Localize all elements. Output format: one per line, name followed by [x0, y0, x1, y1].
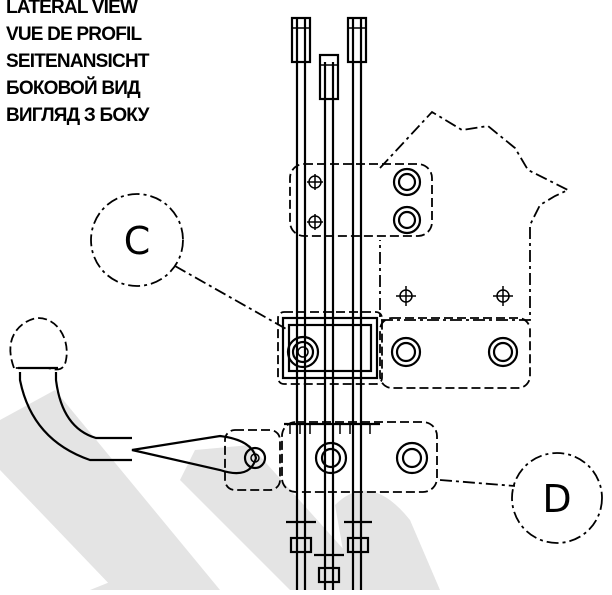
callout-c: C: [90, 193, 289, 331]
callout-d: D: [439, 452, 603, 544]
watermark: [0, 390, 440, 590]
middle-bracket: [277, 311, 531, 389]
view-title-list: LATERAL VIEW VUE DE PROFIL SEITENANSICHT…: [6, 0, 149, 129]
view-title-de: SEITENANSICHT: [6, 51, 149, 72]
lower-bracket: [131, 421, 438, 493]
threaded-rods: [286, 16, 372, 590]
callout-c-label: C: [124, 219, 151, 263]
center-marks: [396, 286, 513, 306]
tow-ball: [9, 317, 132, 462]
view-title-ru: БОКОВОЙ ВИД: [6, 78, 141, 99]
view-title-fr: VUE DE PROFIL: [6, 24, 142, 45]
callout-d-label: D: [542, 477, 571, 521]
upper-bracket: [289, 163, 433, 237]
vehicle-body-outline: [379, 110, 571, 321]
view-title-uk: ВИГЛЯД З БОКУ: [6, 105, 149, 126]
view-title-en: LATERAL VIEW: [6, 0, 138, 18]
